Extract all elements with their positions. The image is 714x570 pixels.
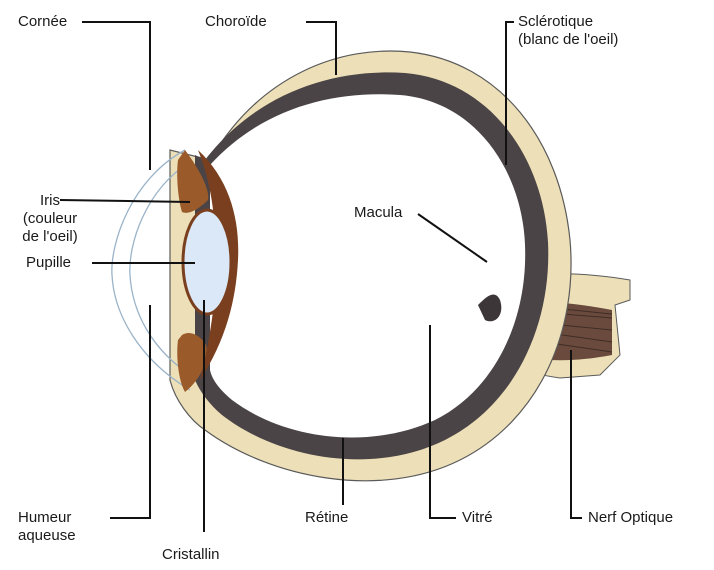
label-cristallin: Cristallin [162, 546, 220, 564]
label-cornee: Cornée [18, 13, 67, 31]
label-retine: Rétine [305, 509, 348, 527]
label-sclerotique: Sclérotique (blanc de l'oeil) [518, 13, 618, 49]
label-humeur: Humeur aqueuse [18, 509, 76, 545]
label-choroide: Choroïde [205, 13, 267, 31]
label-iris: Iris (couleur de l'oeil) [5, 192, 95, 246]
label-nerf: Nerf Optique [588, 509, 673, 527]
leader-cornee [82, 22, 150, 170]
vitreous-body [210, 94, 525, 437]
label-vitre: Vitré [462, 509, 493, 527]
label-macula: Macula [354, 204, 402, 222]
label-pupille: Pupille [26, 254, 71, 272]
leader-humeur [110, 305, 150, 518]
